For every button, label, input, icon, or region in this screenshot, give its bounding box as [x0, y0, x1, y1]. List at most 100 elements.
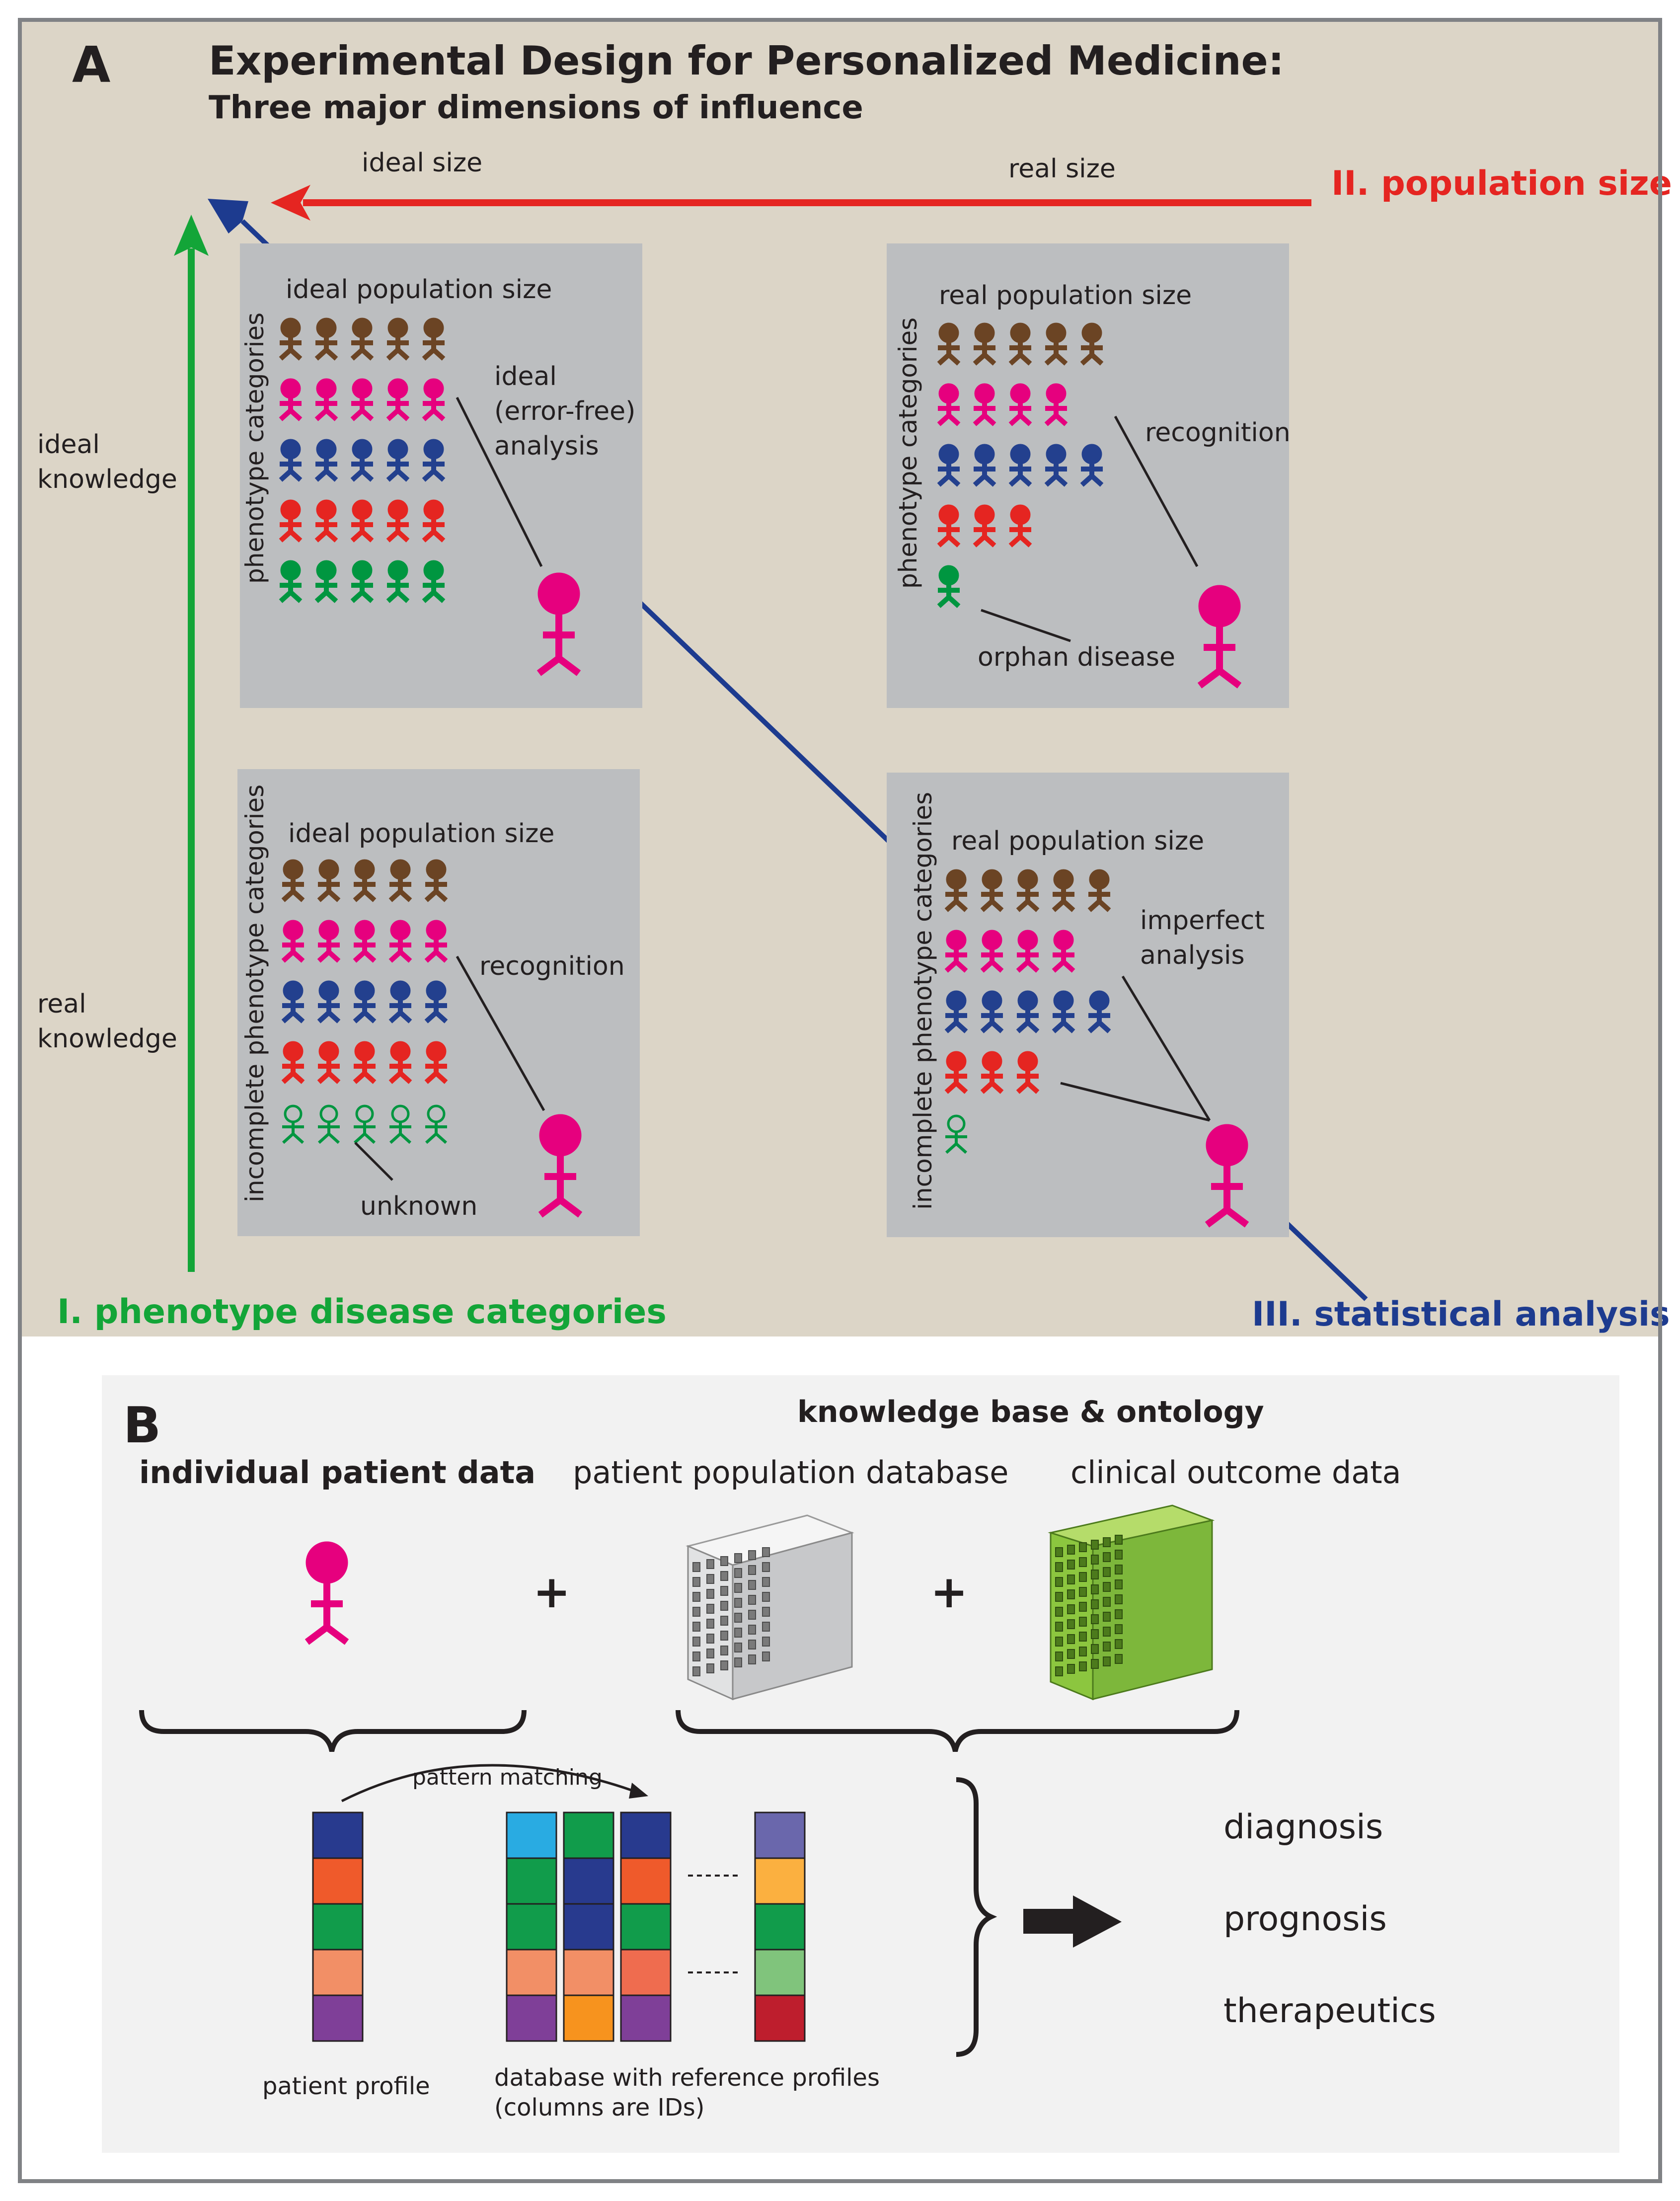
profile-cell	[620, 1903, 672, 1951]
server-slot	[692, 1651, 700, 1661]
server-slot	[706, 1589, 714, 1599]
server-slot	[748, 1610, 756, 1620]
server-slot	[734, 1643, 742, 1652]
server-slot	[1103, 1552, 1111, 1562]
box-side-label: incomplete phenotype categories	[909, 792, 937, 1210]
server-slot	[1091, 1599, 1099, 1609]
server-slot	[1067, 1589, 1075, 1599]
box-side-label: incomplete phenotype categories	[240, 785, 269, 1202]
server-slot	[692, 1562, 700, 1572]
patient-profile-column	[312, 1811, 364, 2042]
panel-a-letter: A	[72, 36, 110, 94]
server-slot	[1067, 1649, 1075, 1659]
server-slot	[734, 1613, 742, 1623]
box-ideal-knowledge-ideal-size: ideal population size phenotype categori…	[240, 243, 642, 708]
server-slot	[720, 1556, 728, 1566]
server-slot	[748, 1550, 756, 1560]
server-slot	[1103, 1597, 1111, 1607]
server-slot	[692, 1666, 700, 1676]
unknown-label: unknown	[360, 1191, 477, 1221]
pointer-line	[1114, 415, 1199, 567]
server-slot	[720, 1601, 728, 1611]
server-slot	[706, 1663, 714, 1673]
server-slot	[1091, 1644, 1099, 1654]
server-slots	[1055, 1535, 1123, 1676]
profile-cell	[563, 1811, 614, 1859]
brace-individual	[139, 1710, 527, 1752]
pattern-matching-label: pattern matching	[412, 1765, 603, 1790]
server-slot	[1103, 1642, 1111, 1651]
outcome-therapeutics: therapeutics	[1223, 1991, 1436, 2031]
phenotype-axis-title: I. phenotype disease categories	[57, 1292, 667, 1332]
population-axis-arrowhead	[271, 185, 310, 221]
box-header: ideal population size	[286, 275, 552, 305]
server-slot	[762, 1607, 770, 1617]
server-slot	[734, 1657, 742, 1667]
individual-patient-data-label: individual patient data	[139, 1454, 535, 1491]
server-slot	[706, 1604, 714, 1614]
server-slot	[1067, 1664, 1075, 1674]
box-ideal-knowledge-real-size: real population size phenotype categorie…	[887, 243, 1291, 708]
server-slot	[1091, 1629, 1099, 1639]
server-slot	[1115, 1535, 1123, 1545]
server-slot	[692, 1637, 700, 1647]
server-slot	[1055, 1592, 1063, 1602]
profile-cell	[506, 1811, 557, 1859]
pattern-matching-arrowhead	[629, 1783, 648, 1799]
profile-cell	[312, 1994, 364, 2042]
population-axis-title: II. population size	[1331, 164, 1672, 203]
orphan-disease-label: orphan disease	[978, 642, 1175, 672]
box-header: ideal population size	[288, 819, 554, 849]
server-slot	[734, 1628, 742, 1638]
profile-cell	[563, 1949, 614, 1996]
box-side-label: phenotype categories	[240, 313, 269, 584]
server-slot	[1115, 1565, 1123, 1574]
profile-cell	[312, 1903, 364, 1951]
server-slot	[1103, 1627, 1111, 1637]
server-slot	[706, 1559, 714, 1569]
server-slot	[748, 1625, 756, 1635]
server-slot	[734, 1583, 742, 1593]
server-slot	[1115, 1594, 1123, 1604]
outcome-diagnosis: diagnosis	[1223, 1808, 1383, 1847]
profile-cell	[620, 1949, 672, 1996]
server-slot	[1115, 1609, 1123, 1619]
server-slot	[762, 1592, 770, 1602]
server-slot	[720, 1646, 728, 1655]
server-slot	[1055, 1622, 1063, 1632]
profile-cell	[754, 1811, 806, 1859]
server-slot	[1079, 1602, 1087, 1612]
plus-sign-1: +	[533, 1566, 570, 1618]
server-slot	[1055, 1547, 1063, 1557]
server-slots	[692, 1547, 770, 1676]
server-grey-icon	[686, 1514, 854, 1701]
population-ideal-label: ideal size	[362, 148, 482, 178]
server-slot	[1091, 1614, 1099, 1624]
server-slot	[706, 1619, 714, 1629]
profile-cell	[563, 1994, 614, 2042]
server-slot	[720, 1660, 728, 1670]
profile-cell	[754, 1903, 806, 1951]
server-slot	[1079, 1557, 1087, 1567]
server-slot	[706, 1574, 714, 1584]
server-slot	[1115, 1654, 1123, 1664]
phenotype-real-label-1: real	[37, 989, 86, 1019]
brace-knowledge-base	[676, 1710, 1239, 1752]
server-green-icon	[1048, 1504, 1215, 1701]
orphan-pointer-line	[981, 609, 1071, 642]
server-slot	[762, 1651, 770, 1661]
server-slot	[1067, 1634, 1075, 1644]
server-slot	[1079, 1647, 1087, 1656]
server-slot	[1103, 1537, 1111, 1547]
server-slot	[1055, 1562, 1063, 1572]
population-database-label: patient population database	[573, 1454, 1008, 1491]
population-real-label: real size	[1008, 154, 1116, 184]
server-slot	[1091, 1659, 1099, 1669]
server-slot	[692, 1607, 700, 1617]
panel-a-title: Experimental Design for Personalized Med…	[209, 38, 1284, 84]
server-slot	[1103, 1567, 1111, 1577]
profile-cell	[620, 1857, 672, 1905]
panel-a-subtitle: Three major dimensions of influence	[209, 89, 863, 126]
recognition-note: recognition	[1145, 418, 1291, 448]
phenotype-axis-arrowhead	[174, 215, 209, 256]
